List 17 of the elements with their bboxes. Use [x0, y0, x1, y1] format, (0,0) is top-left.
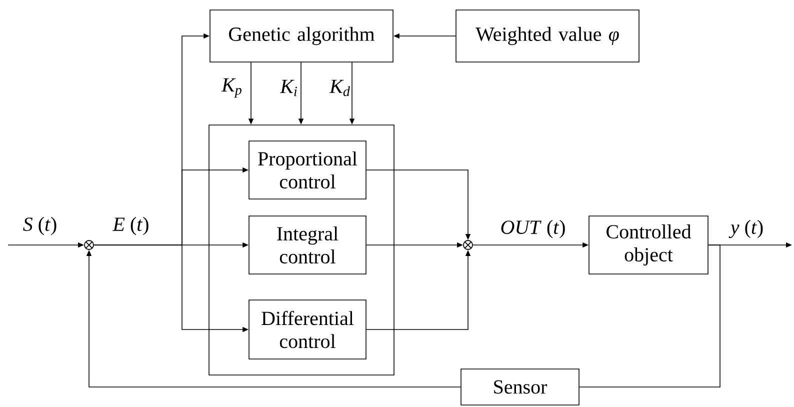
- edge-label: K$_{i}$: [279, 78, 299, 98]
- process-box: Controlled object: [588, 216, 708, 274]
- edge-label: y (t): [728, 218, 765, 240]
- summing-junction: [84, 240, 94, 250]
- process-box: Integral control: [248, 216, 366, 274]
- process-box: Differential control: [248, 300, 366, 360]
- edge-label: OUT (t): [499, 218, 567, 240]
- edge-label: K$_{p}$: [220, 77, 244, 99]
- edge-label: E (t): [112, 216, 150, 236]
- edge-label: S (t): [22, 216, 58, 236]
- edge-label: K$_{d}$: [328, 78, 352, 98]
- process-box: Genetic algorithm: [210, 10, 394, 62]
- summing-junction: [463, 240, 473, 250]
- process-box: Proportional control: [248, 140, 366, 200]
- process-box: Weighted value φ: [456, 10, 640, 62]
- process-box: Sensor: [460, 368, 580, 406]
- controller-box: [208, 124, 394, 376]
